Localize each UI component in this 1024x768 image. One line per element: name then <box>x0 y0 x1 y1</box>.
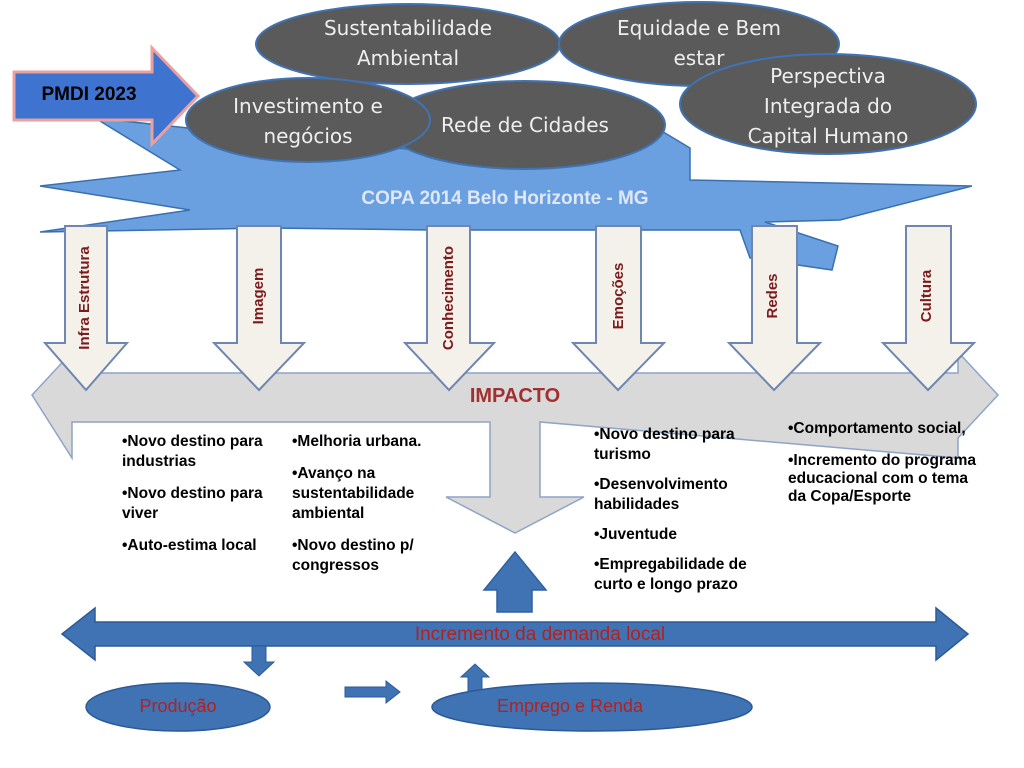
list-item: •Desenvolvimento habilidades <box>594 476 728 513</box>
arrow-label-emocoes: Emoções <box>610 262 627 330</box>
pmdi-arrow-shape <box>12 44 201 148</box>
down-arrow-producao-shape <box>242 645 276 677</box>
arrow-emocoes-shape <box>570 225 667 392</box>
oval-perspectiva: Perspectiva Integrada do Capital Humano <box>747 64 909 148</box>
list-item: •Empregabilidade de curto e longo prazo <box>594 556 747 593</box>
arrow-infra-shape <box>42 225 130 392</box>
list-item: •Novo destino para industrias <box>122 433 263 470</box>
impact-column-4: •Comportamento social, •Incremento do pr… <box>788 420 988 518</box>
demand-band-shape <box>60 606 970 662</box>
up-arrow-shape <box>482 550 548 613</box>
oval-equidade: Equidade e Bem estar <box>616 16 782 70</box>
producao-label: Produção <box>139 696 217 716</box>
oval-producao-shape <box>85 682 271 732</box>
arrow-imagem-shape <box>211 225 307 392</box>
arrow-redes-shape <box>726 225 823 392</box>
arrow-label-imagem: Imagem <box>250 267 267 325</box>
list-item: •Avanço na sustentabilidade ambiental <box>292 465 415 522</box>
demand-label: Incremento da demanda local <box>414 624 666 645</box>
oval-investimento: Investimento e negócios <box>233 94 383 148</box>
copa-title: COPA 2014 Belo Horizonte - MG <box>361 188 649 209</box>
impacto-band-shape <box>31 350 1000 534</box>
list-item: •Novo destino para turismo <box>594 426 735 463</box>
impact-column-2: •Melhoria urbana. •Avanço na sustentabil… <box>292 432 452 588</box>
pmdi-label: PMDI 2023 <box>41 84 137 105</box>
list-item: •Juventude <box>594 526 677 543</box>
oval-emprego-shape <box>431 682 753 732</box>
list-item: •Auto-estima local <box>122 537 257 554</box>
arrow-producao-emprego-shape <box>344 679 401 705</box>
arrow-label-infra: Infra Estrutura <box>76 246 93 350</box>
oval-investimento-shape <box>185 77 431 163</box>
list-item: •Novo destino para viver <box>122 485 263 522</box>
list-item: •Melhoria urbana. <box>292 433 422 450</box>
list-item: •Novo destino p/ congressos <box>292 537 414 574</box>
emprego-label: Emprego e Renda <box>496 696 644 716</box>
oval-perspectiva-shape <box>679 53 977 155</box>
impact-column-1: •Novo destino para industrias •Novo dest… <box>122 432 290 568</box>
oval-sustentabilidade: Sustentabilidade Ambiental <box>323 16 493 70</box>
oval-rede: Rede de Cidades <box>441 113 609 137</box>
arrow-label-cultura: Cultura <box>918 269 935 323</box>
list-item: •Incremento do programa educacional com … <box>788 452 977 505</box>
impacto-label: IMPACTO <box>469 385 561 407</box>
arrow-cultura-shape <box>880 225 977 392</box>
list-item: •Comportamento social, <box>788 420 966 437</box>
arrow-label-conhecimento: Conhecimento <box>440 245 457 351</box>
arrow-conhecimento-shape <box>402 225 497 392</box>
impact-column-3: •Novo destino para turismo •Desenvolvime… <box>594 425 774 607</box>
arrow-label-redes: Redes <box>764 273 781 319</box>
